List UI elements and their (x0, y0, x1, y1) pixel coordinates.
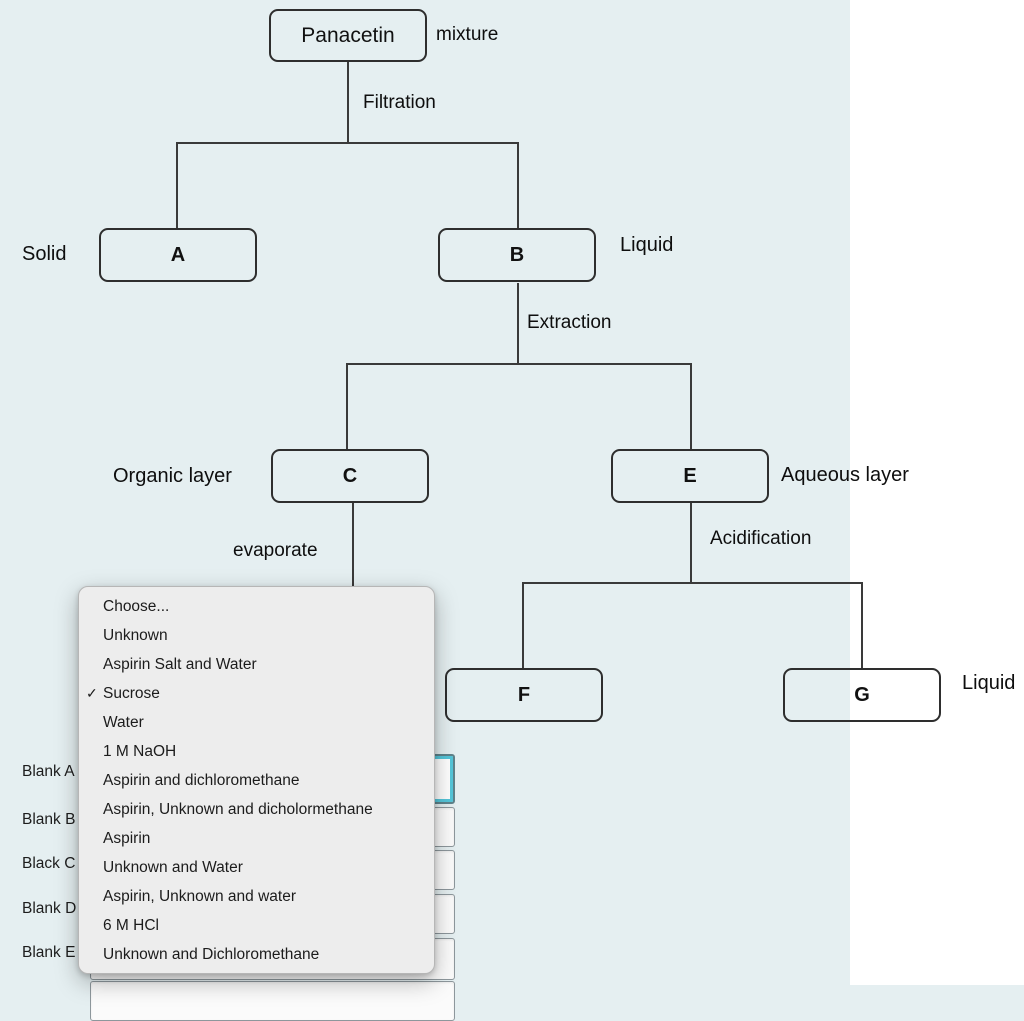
aqueous-layer-label: Aqueous layer (781, 464, 909, 486)
connector-line (517, 283, 519, 363)
blank-a-label: Blank A (22, 763, 75, 780)
menu-option-sucrose-selected[interactable]: ✓ Sucrose (79, 679, 434, 708)
connector-line (517, 142, 519, 228)
menu-option-label: Unknown and Water (103, 859, 243, 876)
menu-option-label: Choose... (103, 598, 170, 615)
white-side-panel (850, 0, 1024, 985)
select-dropdown-menu: Choose... Unknown Aspirin Salt and Water… (78, 586, 435, 974)
connector-line (690, 363, 692, 449)
menu-option-aspirin[interactable]: Aspirin (79, 824, 434, 853)
mixture-label: mixture (436, 24, 499, 45)
connector-line (346, 363, 692, 365)
extraction-label: Extraction (527, 312, 612, 333)
connector-line (690, 503, 692, 583)
menu-option-water[interactable]: Water (79, 708, 434, 737)
menu-option-aspirin-salt-water[interactable]: Aspirin Salt and Water (79, 650, 434, 679)
menu-option-label: Aspirin, Unknown and dicholormethane (103, 801, 373, 818)
node-panacetin-label: Panacetin (301, 23, 395, 47)
menu-option-label: Unknown and Dichloromethane (103, 946, 320, 963)
menu-option-label: Aspirin (103, 830, 151, 847)
node-c: C (271, 449, 429, 503)
connector-line (861, 582, 863, 668)
connector-line (522, 582, 863, 584)
connector-line (346, 363, 348, 449)
menu-option-label: Aspirin and dichloromethane (103, 772, 300, 789)
menu-option-label: 1 M NaOH (103, 743, 177, 760)
menu-option-unknown[interactable]: Unknown (79, 621, 434, 650)
menu-option-label: Unknown (103, 627, 168, 644)
node-f: F (445, 668, 603, 722)
menu-option-label: Aspirin, Unknown and water (103, 888, 296, 905)
acidification-label: Acidification (710, 528, 812, 549)
blank-d-label: Blank D (22, 900, 77, 917)
node-panacetin: Panacetin (269, 9, 427, 62)
menu-option-label: Water (103, 714, 144, 731)
node-c-label: C (342, 464, 358, 487)
menu-option-choose[interactable]: Choose... (79, 592, 434, 621)
liquid-label-b: Liquid (620, 234, 674, 256)
menu-option-unknown-dcm[interactable]: Unknown and Dichloromethane (79, 940, 434, 969)
menu-option-6m-hcl[interactable]: 6 M HCl (79, 911, 434, 940)
blank-e-label: Blank E (22, 944, 76, 961)
menu-option-label: Aspirin Salt and Water (103, 656, 257, 673)
node-a-label: A (170, 243, 186, 266)
blank-c-label: Black C (22, 855, 76, 872)
liquid-label-g: Liquid (962, 672, 1016, 694)
connector-line (176, 142, 519, 144)
menu-option-aspirin-unknown-dcm[interactable]: Aspirin, Unknown and dicholormethane (79, 795, 434, 824)
menu-option-label: Sucrose (103, 685, 160, 702)
blank-b-label: Blank B (22, 811, 76, 828)
menu-option-aspirin-dcm[interactable]: Aspirin and dichloromethane (79, 766, 434, 795)
quiz-page: { "diagram": { "root": { "label": "Panac… (22, 0, 1024, 1021)
connector-line (352, 503, 354, 587)
connector-line (522, 582, 524, 668)
node-g-label: G (854, 683, 870, 706)
menu-option-aspirin-unknown-water[interactable]: Aspirin, Unknown and water (79, 882, 434, 911)
node-e-label: E (683, 464, 697, 487)
filtration-label: Filtration (363, 92, 436, 113)
blank-f-select[interactable] (90, 981, 455, 1021)
node-b: B (438, 228, 596, 282)
checkmark-icon: ✓ (86, 685, 98, 701)
connector-line (347, 62, 349, 142)
node-b-label: B (509, 243, 525, 266)
menu-option-unknown-water[interactable]: Unknown and Water (79, 853, 434, 882)
connector-line (176, 142, 178, 228)
organic-layer-label: Organic layer (113, 465, 232, 487)
menu-option-label: 6 M HCl (103, 917, 159, 934)
node-f-label: F (517, 683, 531, 706)
node-e: E (611, 449, 769, 503)
menu-option-1m-naoh[interactable]: 1 M NaOH (79, 737, 434, 766)
node-a: A (99, 228, 257, 282)
node-g: G (783, 668, 941, 722)
evaporate-label: evaporate (233, 540, 318, 561)
solid-label: Solid (22, 243, 67, 265)
